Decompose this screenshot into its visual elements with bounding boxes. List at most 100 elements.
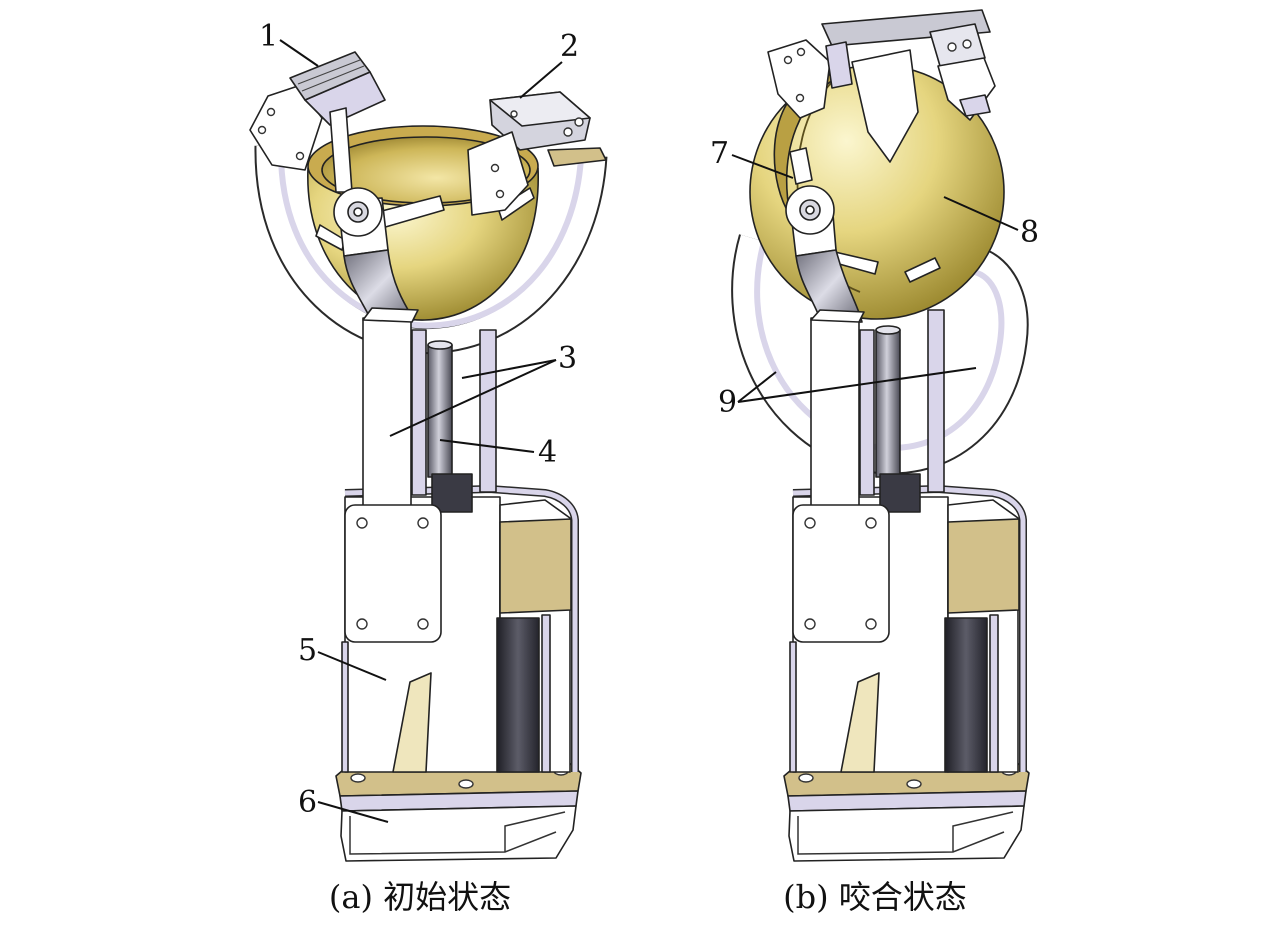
column-cap <box>810 309 865 323</box>
mount-hole <box>417 517 429 529</box>
callout-6: 6 <box>298 785 317 820</box>
plate-hole <box>257 125 267 135</box>
callout-9: 9 <box>718 385 737 420</box>
rod-base-block <box>431 473 473 513</box>
leader-line-3b <box>389 359 557 437</box>
leader-line-3a <box>461 359 557 379</box>
push-rod <box>427 344 453 478</box>
leader-line-7 <box>731 154 794 179</box>
push-rod <box>875 329 901 478</box>
base-hole <box>350 773 366 783</box>
base-wire-frame <box>797 811 1014 855</box>
callout-2: 2 <box>560 29 579 64</box>
front-plate-b <box>792 504 890 643</box>
sphere-slot-tab <box>789 147 813 185</box>
body-top-rail-face <box>344 486 578 772</box>
mount-hole <box>865 618 877 630</box>
front-mount-plate <box>344 504 442 643</box>
support-column <box>362 317 412 514</box>
leader-line-2 <box>519 61 563 99</box>
base-a <box>335 759 582 862</box>
fingers-b <box>767 9 996 163</box>
hub-a <box>333 187 415 323</box>
guide-bar <box>479 329 497 493</box>
left-finger-a <box>249 51 386 193</box>
body-left-edge <box>789 641 797 773</box>
body-top-rail-face <box>792 486 1026 772</box>
plate-hole <box>495 189 505 199</box>
jaw-block <box>821 9 991 47</box>
callout-1: 1 <box>259 19 278 54</box>
mount-hole <box>804 618 816 630</box>
panel-a: 1 2 3 4 5 6 (a) 初始状态 <box>249 19 608 916</box>
curved-arm-a <box>254 145 608 355</box>
mount-hole <box>417 618 429 630</box>
jaw-serration <box>297 59 365 92</box>
callout-7: 7 <box>710 136 729 171</box>
curved-arm-face <box>733 234 1027 473</box>
motor-housing-panel <box>947 518 1020 614</box>
leader-line-4 <box>439 439 535 453</box>
leader-line-9b <box>737 367 977 403</box>
push-rod-top <box>427 340 453 350</box>
callouts-a: 1 2 3 4 5 6 <box>259 19 579 823</box>
rods-b <box>859 309 945 513</box>
back-guide-bar <box>859 329 875 496</box>
hub-b <box>785 185 863 325</box>
leader-line-8 <box>943 196 1019 231</box>
callout-3: 3 <box>558 341 577 376</box>
pivot-strap <box>343 249 415 323</box>
front-plate-a <box>344 504 442 643</box>
plate-hole <box>796 47 806 57</box>
guide-bar <box>927 309 945 493</box>
pivot-strap <box>795 249 863 325</box>
base-wire-frame <box>349 811 566 855</box>
sphere-slot-tab <box>904 257 941 283</box>
plate-hole <box>795 93 805 103</box>
pivot-pin-center <box>805 205 815 215</box>
block-hole <box>962 39 972 49</box>
pivot-pin-center <box>353 207 363 217</box>
leader-line-1 <box>279 39 319 67</box>
base-hole <box>906 779 922 789</box>
finger-clip <box>959 94 991 117</box>
mount-hole <box>356 618 368 630</box>
block-hole <box>563 127 573 137</box>
drive-motor <box>496 617 540 773</box>
right-finger-a <box>467 91 607 216</box>
mount-hole <box>804 517 816 529</box>
column-cap <box>362 307 419 323</box>
plate-hole <box>490 163 500 173</box>
callout-5: 5 <box>298 633 317 668</box>
leader-line-6 <box>317 801 389 823</box>
leader-line-9a <box>737 371 777 403</box>
curved-arm-face <box>256 145 606 353</box>
base-hole <box>798 773 814 783</box>
triangle-brace <box>840 672 880 773</box>
jaw-block-right <box>929 23 986 67</box>
curved-arm-edge <box>754 241 1005 451</box>
mount-hole <box>865 517 877 529</box>
curved-arm-edge <box>277 149 584 329</box>
column-b <box>810 309 865 514</box>
finger-link <box>825 41 853 89</box>
block-hole <box>510 110 518 118</box>
back-guide-bar <box>411 329 427 496</box>
lower-assembly-b <box>783 309 1030 862</box>
side-rod <box>541 614 551 773</box>
callout-4: 4 <box>538 435 557 470</box>
base-hole <box>458 779 474 789</box>
side-rod <box>989 614 999 773</box>
triangle-brace <box>392 672 432 773</box>
body-left-edge <box>341 641 349 773</box>
finger-clip <box>547 147 607 167</box>
finger-plate-left <box>767 39 831 119</box>
finger-plate <box>467 131 529 216</box>
drive-motor <box>944 617 988 773</box>
plate-hole <box>266 107 276 117</box>
block-hole <box>947 42 957 52</box>
leader-line-5 <box>317 651 387 681</box>
support-column <box>810 317 860 514</box>
front-mount-plate <box>792 504 890 643</box>
